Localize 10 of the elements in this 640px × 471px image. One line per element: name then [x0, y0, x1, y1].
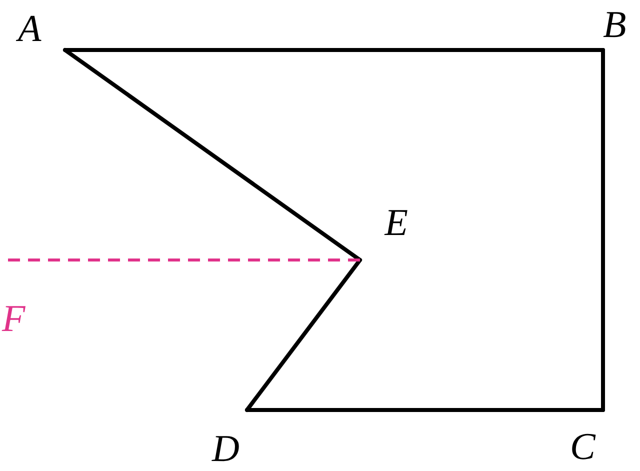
point-label: F — [2, 260, 42, 338]
line-segment — [63, 48, 362, 262]
point-label: B — [603, 6, 639, 50]
point-label: D — [212, 410, 247, 468]
line-segment — [63, 48, 605, 52]
line-segment — [601, 48, 605, 412]
point-label: E — [360, 204, 408, 260]
line-segment — [245, 408, 605, 412]
point-label: C — [570, 410, 603, 466]
point-label: A — [18, 10, 65, 50]
